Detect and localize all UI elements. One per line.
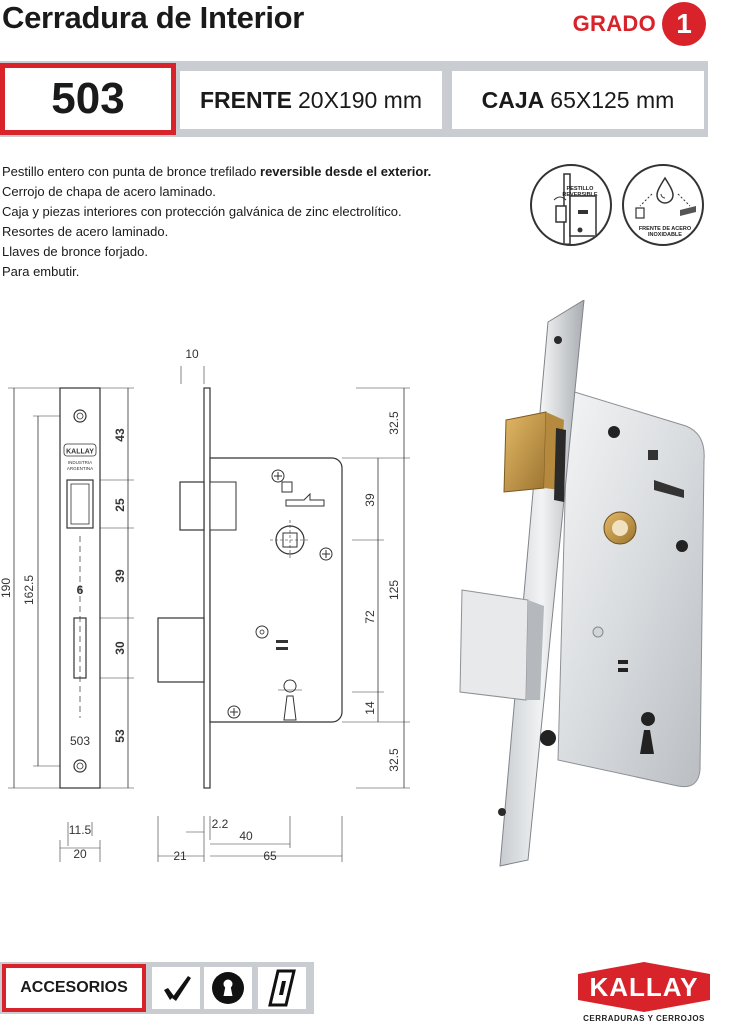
faceplate-brand: KALLAY	[66, 449, 94, 456]
product-illustration	[459, 300, 705, 867]
side-view-dimensions: 10 32.5 125 32.5 39 72 14 2.2 40 21 65	[157, 347, 410, 863]
dim-inner-height: 162.5	[22, 575, 36, 605]
dim-seg-25: 25	[113, 498, 127, 512]
feature-item: Cerrojo de chapa de acero laminado.	[2, 184, 216, 199]
strike-plate-icon	[258, 967, 306, 1009]
keyhole-icon	[204, 967, 252, 1009]
lock-side-view	[157, 387, 343, 789]
box-spec-value: 65X125 mm	[550, 86, 675, 113]
feature-list: Pestillo entero con punta de bronce tref…	[2, 162, 482, 282]
front-spec-label: FRENTE	[199, 86, 292, 113]
water-drop-icon	[635, 176, 696, 219]
dim-width-inner: 11.5	[69, 823, 92, 837]
grade-label: GRADO	[572, 11, 656, 36]
dim-latch-height: 39	[363, 493, 377, 507]
stainless-front-badge: FRENTE DE ACERO INOXIDABLE	[622, 164, 704, 246]
dim-seg-39: 39	[113, 569, 127, 583]
dim-slot-width: 6	[77, 583, 84, 597]
kallay-logo: KALLAY	[578, 962, 710, 1012]
accessories-label: ACCESORIOS	[2, 964, 146, 1012]
dim-seg-43: 43	[113, 428, 127, 442]
dim-backset: 40	[239, 829, 253, 843]
key-icon	[152, 967, 200, 1009]
front-view-dimensions: 190 162.5 43 25 39 30 53 6 11.5 20	[0, 387, 134, 862]
grade-indicator: GRADO 1	[573, 2, 706, 46]
brand-name: KALLAY	[589, 972, 698, 1002]
feature-item: Para embutir.	[2, 264, 80, 279]
dim-bolt-throw: 21	[173, 849, 187, 863]
faceplate-front-view: KALLAY INDUSTRIA ARGENTINA 503	[59, 387, 101, 789]
box-spec: CAJA 65X125 mm	[452, 71, 704, 129]
dim-seg-30: 30	[113, 641, 127, 655]
dim-box-depth: 65	[263, 849, 277, 863]
feature-item: Caja y piezas interiores con protección …	[2, 204, 402, 219]
reversible-latch-icon	[553, 173, 597, 244]
dim-total-height: 190	[0, 578, 13, 598]
feature-item: Llaves de bronce forjado.	[2, 244, 148, 259]
latch-badge-caption: PESTILLO REVERSIBLE	[562, 186, 598, 198]
feature-item: Pestillo entero con punta de bronce tref…	[2, 164, 432, 179]
dim-offset-2-2: 2.2	[212, 817, 229, 831]
faceplate-model: 503	[70, 734, 90, 748]
dim-plate-thickness: 10	[185, 347, 199, 361]
dim-bolt-to-key: 72	[363, 610, 377, 624]
grade-badge: 1	[662, 2, 706, 46]
feature-item: Resortes de acero laminado.	[2, 224, 169, 239]
front-spec-value: 20X190 mm	[297, 86, 422, 113]
dim-seg-53: 53	[113, 729, 127, 743]
dim-bottom-margin: 32.5	[387, 748, 401, 772]
steel-badge-caption: FRENTE DE ACERO INOXIDABLE	[638, 226, 692, 238]
page-title: Cerradura de Interior	[2, 0, 305, 35]
technical-drawing: KALLAY INDUSTRIA ARGENTINA 503 190 162.5…	[0, 347, 410, 863]
dim-top-margin: 32.5	[387, 411, 401, 435]
box-spec-label: CAJA	[481, 86, 545, 113]
faceplate-sub2: ARGENTINA	[67, 466, 93, 471]
reversible-latch-badge: PESTILLO REVERSIBLE	[530, 164, 612, 246]
faceplate-sub1: INDUSTRIA	[68, 460, 92, 465]
dim-box-height: 125	[387, 580, 401, 600]
dim-key-offset: 14	[363, 701, 377, 715]
front-spec: FRENTE 20X190 mm	[180, 71, 442, 129]
dim-width-total: 20	[73, 847, 87, 861]
model-number: 503	[0, 63, 176, 135]
brand-tagline: CERRADURAS Y CERROJOS	[583, 1014, 705, 1023]
